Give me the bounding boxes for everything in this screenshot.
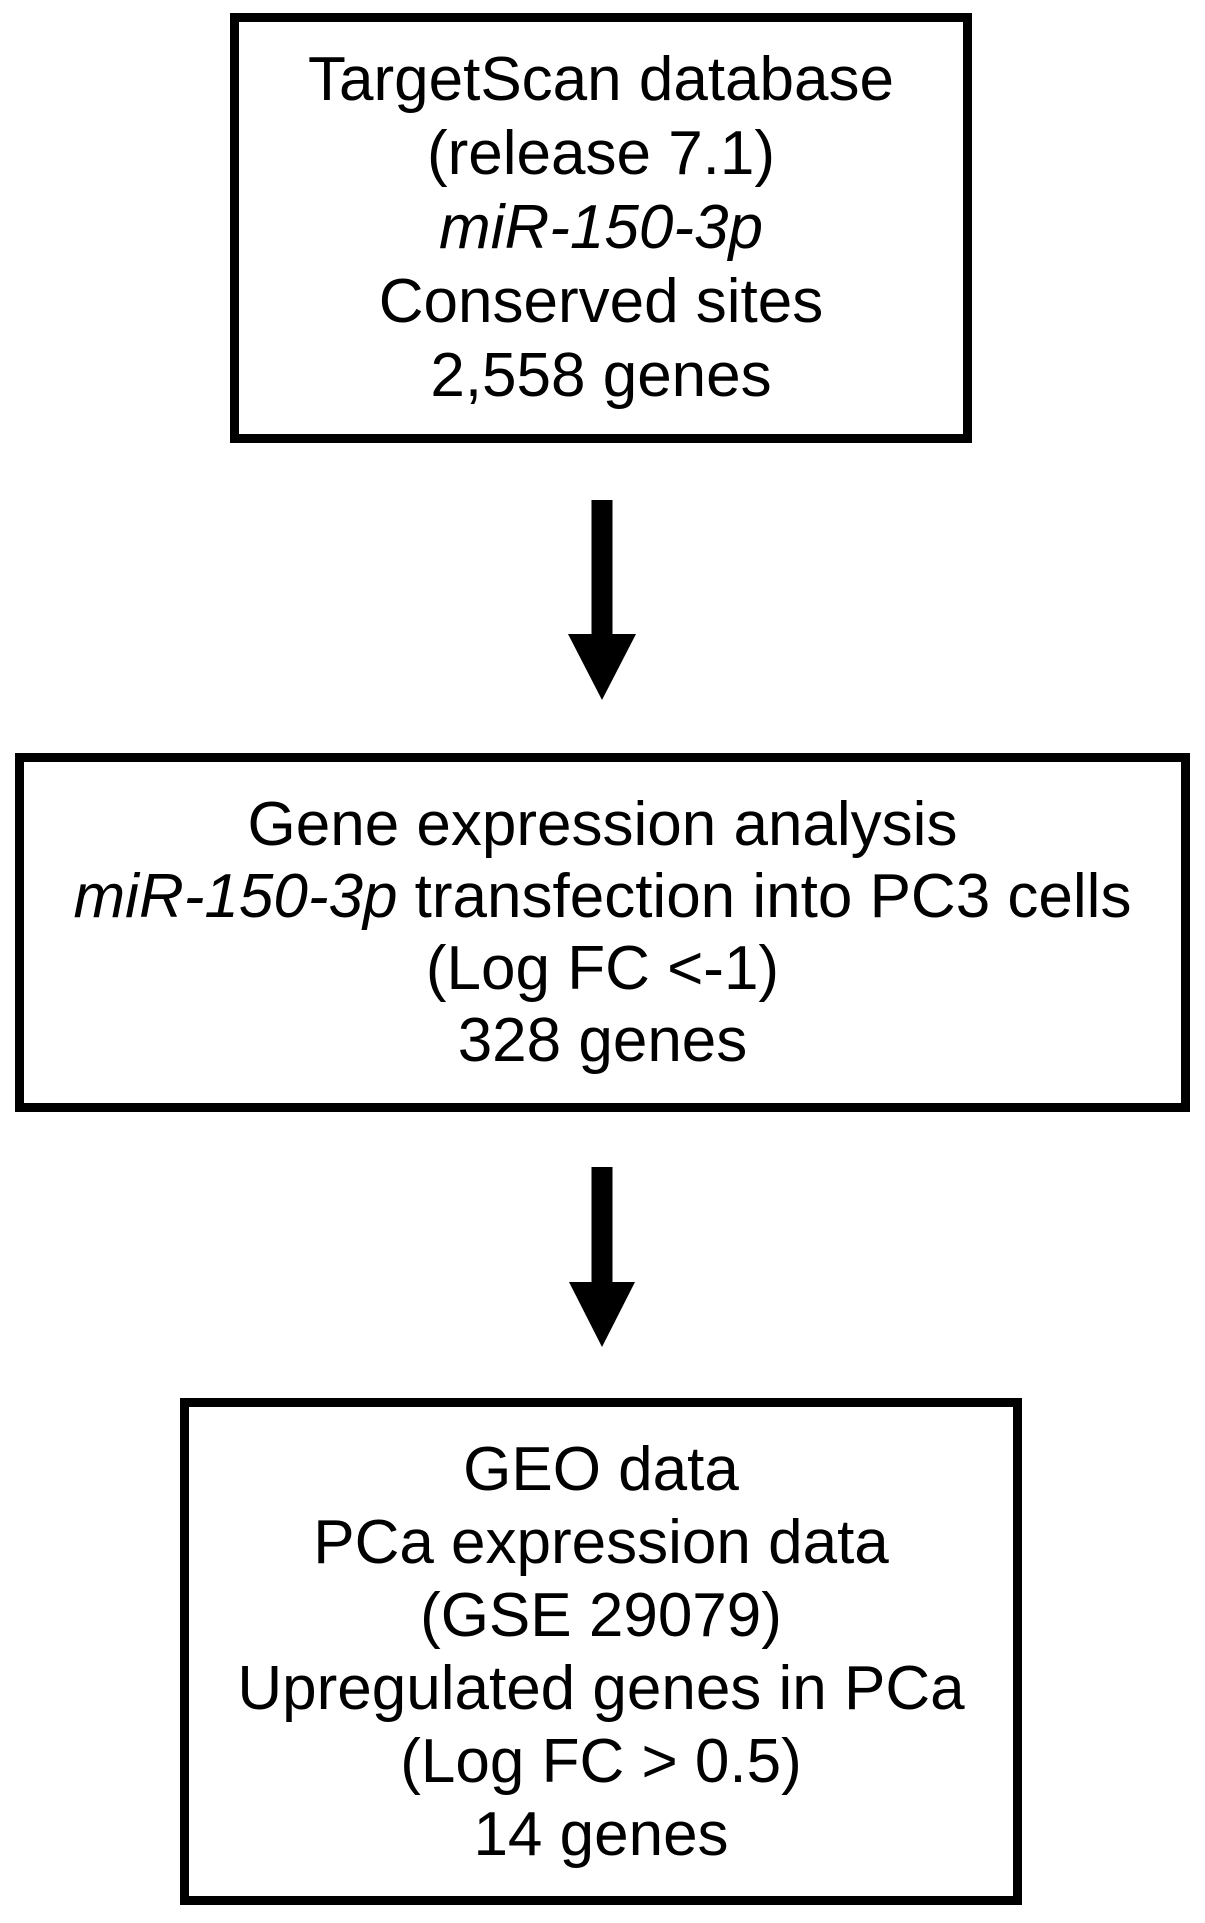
gene-expression-line-3: (Log FC <-1)	[425, 933, 780, 1003]
gene-expression-box: Gene expression analysis miR-150-3p tran…	[15, 753, 1190, 1112]
gene-expression-line-2: miR-150-3p transfection into PC3 cells	[74, 861, 1132, 933]
geo-line-5: (Log FC > 0.5)	[400, 1726, 802, 1796]
gene-expression-line-4: 328 genes	[457, 1005, 748, 1075]
geo-line-3: (GSE 29079)	[420, 1580, 782, 1650]
geo-box: GEO data PCa expression data (GSE 29079)…	[180, 1398, 1022, 1905]
targetscan-line-5: 2,558 genes	[430, 341, 772, 410]
gene-expression-line-2-mirna: miR-150-3p	[73, 861, 398, 931]
arrow-down-icon	[569, 1167, 635, 1347]
geo-line-2: PCa expression data	[313, 1507, 889, 1577]
targetscan-line-2: (release 7.1)	[426, 119, 776, 188]
arrow-down-icon	[568, 500, 636, 700]
targetscan-line-4: Conserved sites	[378, 267, 824, 336]
gene-expression-line-2-rest: transfection into PC3 cells	[397, 861, 1132, 931]
geo-line-1: GEO data	[463, 1434, 739, 1504]
geo-line-4: Upregulated genes in PCa	[237, 1653, 965, 1723]
targetscan-box: TargetScan database (release 7.1) miR-15…	[230, 13, 972, 443]
targetscan-line-3: miR-150-3p	[439, 193, 763, 262]
gene-expression-line-1: Gene expression analysis	[247, 789, 958, 859]
targetscan-line-1: TargetScan database	[308, 45, 894, 114]
geo-line-6: 14 genes	[473, 1799, 729, 1869]
